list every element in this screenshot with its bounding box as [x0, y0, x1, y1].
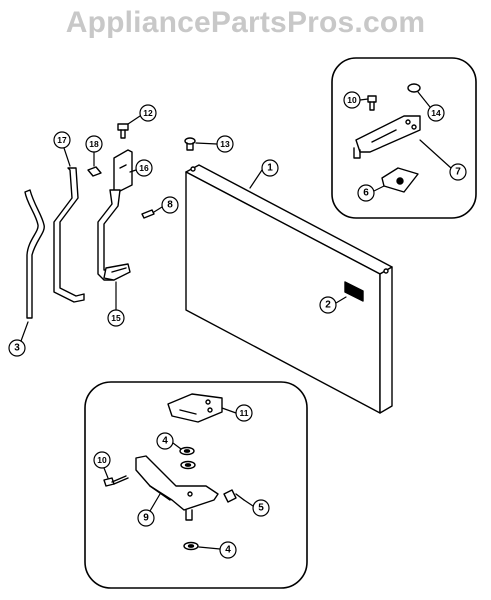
- callout-7-circle: [449, 163, 467, 181]
- callout-17-label: 17: [57, 135, 67, 145]
- callout-3-circle: [8, 339, 26, 357]
- callout-15-label: 15: [111, 313, 121, 323]
- callout-7-label: 7: [455, 167, 461, 178]
- callout-5-label: 5: [258, 503, 264, 514]
- callout-12-label: 12: [143, 108, 153, 118]
- callout-16-label: 16: [139, 163, 149, 173]
- callout-2-label: 2: [325, 300, 331, 311]
- callout-12-circle: [139, 104, 157, 122]
- callout-8-label: 8: [167, 200, 173, 211]
- hinge-shim-plate: [381, 167, 419, 193]
- callout-1-circle: [261, 159, 279, 177]
- callout-10b-label: 10: [97, 455, 107, 465]
- top-hinge-plate: [353, 115, 421, 159]
- callout-3-label: 3: [14, 343, 20, 354]
- inset-box-top-hinge: [331, 57, 477, 219]
- bottom-hinge-bracket: [135, 455, 219, 521]
- door-panel: [185, 164, 393, 414]
- callout-16-circle: [135, 159, 153, 177]
- callout-6-circle: [357, 184, 375, 202]
- callout-11-label: 11: [240, 408, 249, 418]
- callout-1-label: 1: [267, 163, 273, 174]
- hinge-cap: [407, 83, 421, 93]
- callout-2-circle: [319, 296, 337, 314]
- callout-17-circle: [53, 131, 71, 149]
- clip: [87, 166, 102, 177]
- callout-6-label: 6: [363, 188, 369, 199]
- bottom-hinge-plate: [167, 393, 223, 423]
- callout-10b-circle: [93, 451, 111, 469]
- callout-9-circle: [137, 509, 155, 527]
- handle-insert: [344, 281, 364, 302]
- hinge-screw-top: [367, 95, 377, 111]
- inset-box-bottom-hinge: [84, 381, 308, 589]
- handle-bracket-right: [113, 149, 133, 193]
- callout-14-label: 14: [431, 108, 441, 118]
- hinge-bushing: [223, 489, 245, 503]
- bracket-base: [103, 263, 131, 281]
- callout-13-label: 13: [220, 139, 230, 149]
- site-watermark-title: AppliancePartsPros.com: [65, 6, 426, 39]
- callout-4b-circle: [219, 541, 237, 559]
- callout-18-label: 18: [89, 139, 99, 149]
- handle-bracket-left: [53, 167, 85, 303]
- callout-5-circle: [252, 499, 270, 517]
- screw-small: [141, 209, 155, 219]
- hinge-screw-bottom: [103, 475, 129, 487]
- callout-10a-label: 10: [347, 95, 357, 105]
- callout-8-circle: [161, 196, 179, 214]
- handle-trim-strip: [24, 189, 45, 319]
- callout-4a-circle: [156, 432, 174, 450]
- plug-button: [184, 137, 196, 151]
- callout-4b-label: 4: [225, 545, 231, 556]
- screw-top: [117, 123, 129, 139]
- callout-14-circle: [427, 104, 445, 122]
- callout-4a-label: 4: [162, 436, 168, 447]
- callout-9-label: 9: [143, 513, 149, 524]
